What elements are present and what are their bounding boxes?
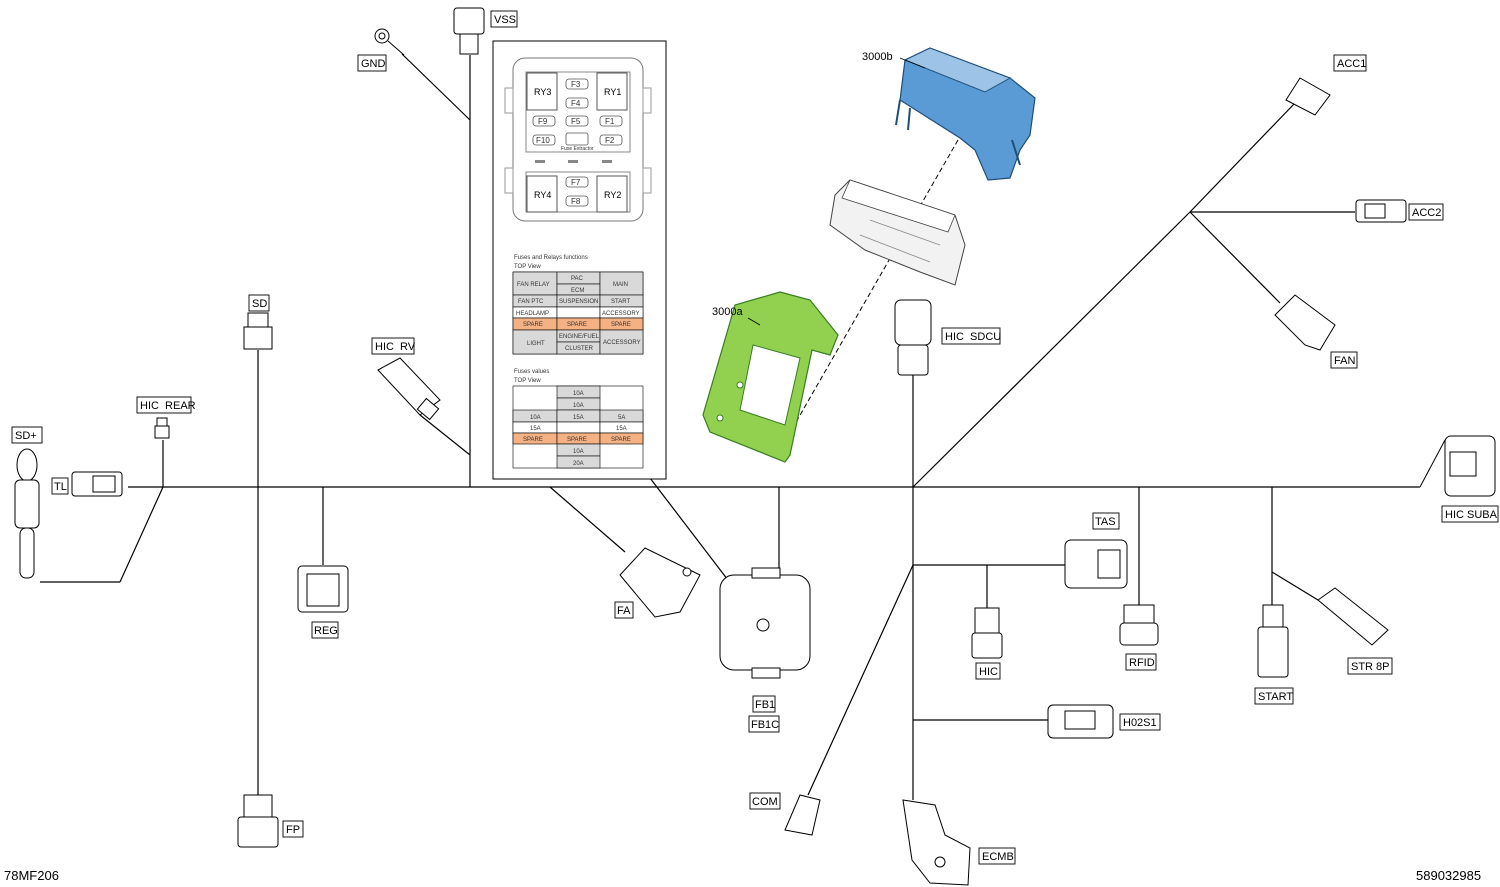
fuse-f2: F2 bbox=[605, 136, 615, 145]
label-sd: SD bbox=[252, 298, 267, 310]
fn-spare-1: SPARE bbox=[523, 322, 543, 328]
fuse-f4: F4 bbox=[571, 99, 581, 108]
part-3000a-label: 3000a bbox=[712, 306, 743, 318]
val-b2: 15A bbox=[573, 415, 584, 421]
fn-light: LIGHT bbox=[527, 341, 545, 347]
assembly-dashed-line bbox=[779, 139, 959, 451]
fn-main: MAIN bbox=[613, 282, 628, 288]
val-e2: 20A bbox=[573, 461, 584, 467]
label-ecmb: ECMB bbox=[982, 851, 1014, 863]
part-3000a-leader bbox=[747, 317, 761, 326]
relay-ry1 bbox=[596, 72, 628, 111]
val-b1: 10A bbox=[530, 415, 541, 421]
fuse-f8: F8 bbox=[571, 197, 581, 206]
label-acc2: ACC2 bbox=[1412, 207, 1441, 219]
val-b3: 5A bbox=[618, 415, 625, 421]
values-table-title: Fuses values bbox=[514, 369, 549, 375]
drawing-code-left: 78MF206 bbox=[4, 868, 59, 883]
fn-start: START bbox=[611, 299, 630, 305]
connector-labels bbox=[11, 10, 1499, 865]
fuse-f5: F5 bbox=[571, 117, 581, 126]
fuse-f3: F3 bbox=[571, 80, 581, 89]
label-fa: FA bbox=[617, 605, 631, 617]
label-com: COM bbox=[752, 796, 778, 808]
label-reg: REG bbox=[314, 625, 338, 637]
label-rfid: RFID bbox=[1129, 657, 1155, 669]
val-c1: 15A bbox=[530, 426, 541, 432]
label-fp: FP bbox=[286, 824, 300, 836]
fn-suspension: SUSPENSION bbox=[559, 299, 598, 305]
part-3000b-leader bbox=[899, 57, 926, 69]
relay-ry2-label: RY2 bbox=[604, 190, 621, 200]
fuse-f10: F10 bbox=[536, 136, 550, 145]
fuse-extractor-label: Fuse Extractor bbox=[561, 146, 594, 152]
drawing-code-right: 589032985 bbox=[1416, 868, 1482, 883]
relay-ry2 bbox=[596, 175, 628, 213]
relay-ry3 bbox=[526, 72, 558, 111]
fn-spare-2: SPARE bbox=[567, 322, 587, 328]
fn-engine-fuel: ENGINE/FUEL bbox=[559, 334, 600, 340]
label-hic-sdcu: HIC SDCU bbox=[945, 331, 1001, 343]
values-table-view: TOP View bbox=[514, 378, 541, 384]
part-3000b-label: 3000b bbox=[862, 51, 893, 63]
relay-ry4-label: RY4 bbox=[534, 190, 551, 200]
fn-accessory-2: ACCESSORY bbox=[603, 340, 641, 346]
fn-fan-ptc: FAN PTC bbox=[518, 299, 544, 305]
fn-spare-3: SPARE bbox=[611, 322, 631, 328]
label-sd-plus: SD+ bbox=[15, 430, 37, 442]
label-start: START bbox=[1258, 691, 1293, 703]
fn-ecm: ECM bbox=[571, 288, 584, 294]
fuse-f9: F9 bbox=[538, 117, 548, 126]
label-str8p: STR 8P bbox=[1351, 661, 1390, 673]
fn-accessory-1: ACCESSORY bbox=[602, 311, 640, 317]
label-hic: HIC bbox=[979, 666, 998, 678]
relay-ry4 bbox=[526, 175, 558, 213]
val-s3: SPARE bbox=[611, 437, 631, 443]
val-d2: 10A bbox=[573, 449, 584, 455]
functions-table-view: TOP View bbox=[514, 264, 541, 270]
fuse-box-body bbox=[829, 179, 966, 286]
label-fan: FAN bbox=[1334, 355, 1355, 367]
val-c3: 15A bbox=[616, 426, 627, 432]
fn-cluster: CLUSTER bbox=[565, 346, 594, 352]
values-table bbox=[512, 385, 644, 469]
part-3000b-cover bbox=[895, 47, 1036, 181]
label-tl: TL bbox=[54, 481, 67, 493]
part-3000a-bracket bbox=[702, 291, 839, 463]
functions-table bbox=[512, 271, 644, 355]
label-fb1c: FB1C bbox=[751, 719, 779, 731]
functions-table-title: Fuses and Relays functions bbox=[514, 255, 588, 261]
harness-wires bbox=[40, 53, 1420, 800]
fn-pac: PAC bbox=[571, 276, 584, 282]
val-s1: SPARE bbox=[523, 437, 543, 443]
val-a1: 10A bbox=[573, 391, 584, 397]
fn-headlamp: HEADLAMP bbox=[516, 311, 549, 317]
connectors bbox=[14, 7, 1496, 886]
label-h02s1: H02S1 bbox=[1123, 717, 1157, 729]
label-acc1: ACC1 bbox=[1337, 58, 1366, 70]
fuse-f7: F7 bbox=[571, 178, 581, 187]
label-fb1: FB1 bbox=[755, 699, 775, 711]
label-vss: VSS bbox=[494, 14, 516, 26]
label-hic-suba: HIC SUBA bbox=[1445, 509, 1498, 521]
fusebox-panel: RY3 RY1 RY4 RY2 F3 F4 F9 F5 F1 F10 F2 F7… bbox=[492, 40, 667, 480]
label-hic-rear: HIC REAR bbox=[140, 400, 196, 412]
val-a2: 10A bbox=[573, 403, 584, 409]
fuse-f1: F1 bbox=[605, 117, 615, 126]
relay-ry3-label: RY3 bbox=[534, 87, 551, 97]
label-gnd: GND bbox=[361, 58, 386, 70]
fn-fan-relay: FAN RELAY bbox=[517, 282, 550, 288]
label-tas: TAS bbox=[1095, 516, 1116, 528]
relay-ry1-label: RY1 bbox=[604, 87, 621, 97]
val-s2: SPARE bbox=[567, 437, 587, 443]
label-hic-rv: HIC RV bbox=[375, 341, 416, 353]
